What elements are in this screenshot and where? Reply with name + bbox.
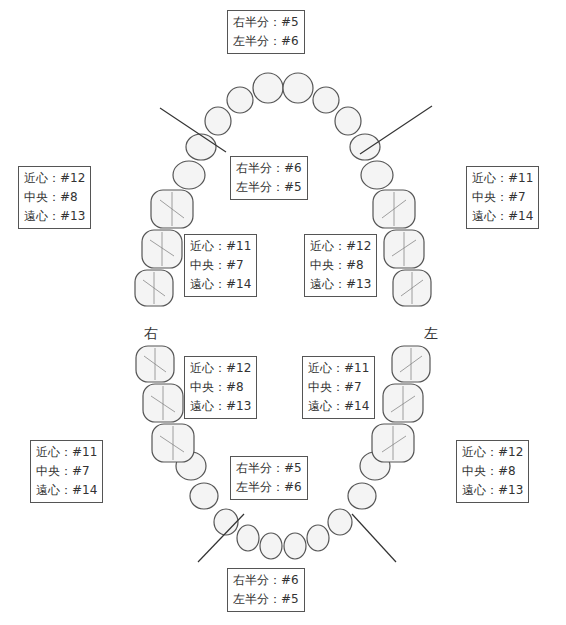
code-text: 右半分：#6 [233,571,299,590]
code-box: 右半分：#6左半分：#5 [227,568,305,612]
side-label: 右 [144,325,158,343]
code-text: 中央：#7 [308,378,369,397]
code-box: 近心：#12中央：#8遠心：#13 [18,166,91,229]
code-text: 遠心：#14 [36,481,97,500]
code-text: 近心：#12 [462,443,523,462]
code-text: 右半分：#6 [236,159,302,178]
code-text: 近心：#12 [310,237,371,256]
code-text: 近心：#12 [24,169,85,188]
code-text: 近心：#11 [190,237,251,256]
code-box: 近心：#12中央：#8遠心：#13 [184,356,257,419]
code-text: 中央：#8 [310,256,371,275]
code-box: 近心：#11中央：#7遠心：#14 [302,356,375,419]
code-text: 遠心：#14 [472,207,533,226]
code-text: 中央：#7 [36,462,97,481]
code-text: 遠心：#13 [310,275,371,294]
code-box: 右半分：#6左半分：#5 [230,156,308,200]
code-text: 右半分：#5 [233,13,299,32]
code-text: 遠心：#13 [462,481,523,500]
code-text: 左半分：#5 [236,178,302,197]
code-text: 中央：#8 [190,378,251,397]
code-text: 近心：#11 [308,359,369,378]
code-text: 近心：#12 [190,359,251,378]
code-text: 右半分：#5 [236,459,302,478]
code-text: 中央：#8 [462,462,523,481]
code-box: 近心：#12中央：#8遠心：#13 [304,234,377,297]
code-box: 近心：#11中央：#7遠心：#14 [466,166,539,229]
code-box: 近心：#11中央：#7遠心：#14 [184,234,257,297]
code-text: 左半分：#6 [233,32,299,51]
code-text: 中央：#8 [24,188,85,207]
code-text: 遠心：#14 [308,397,369,416]
code-box: 近心：#12中央：#8遠心：#13 [456,440,529,503]
code-box: 近心：#11中央：#7遠心：#14 [30,440,103,503]
code-text: 中央：#7 [472,188,533,207]
code-box: 右半分：#5左半分：#6 [230,456,308,500]
code-text: 近心：#11 [36,443,97,462]
code-text: 近心：#11 [472,169,533,188]
side-label: 左 [424,325,438,343]
code-box: 右半分：#5左半分：#6 [227,10,305,54]
code-text: 遠心：#14 [190,275,251,294]
code-text: 左半分：#6 [236,478,302,497]
code-text: 中央：#7 [190,256,251,275]
code-text: 左半分：#5 [233,590,299,609]
code-text: 遠心：#13 [24,207,85,226]
code-text: 遠心：#13 [190,397,251,416]
